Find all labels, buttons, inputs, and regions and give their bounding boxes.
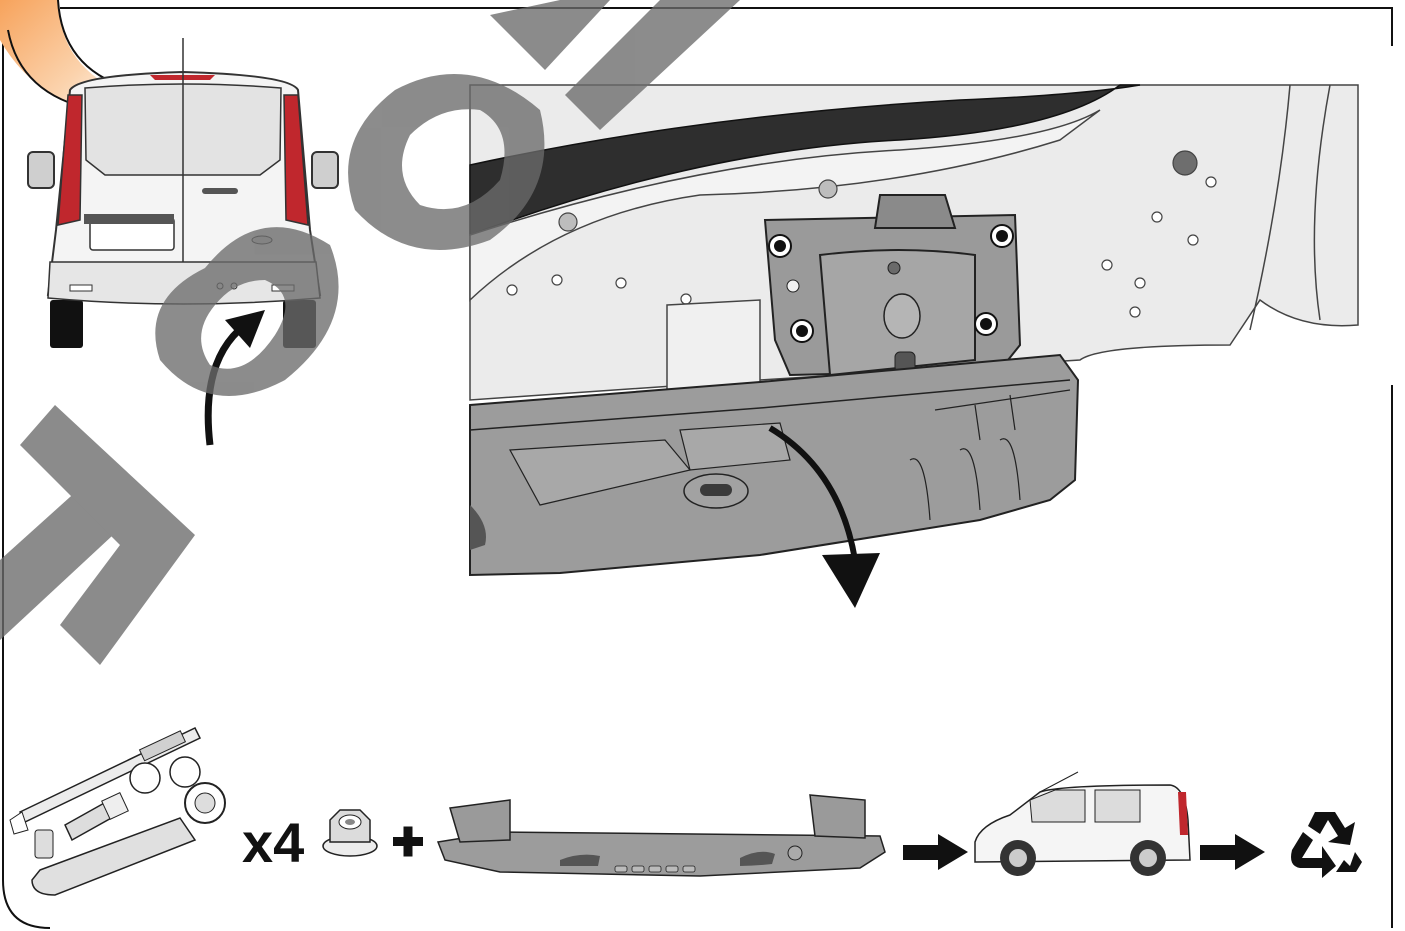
mirror-left bbox=[27, 151, 55, 189]
bumper-beam bbox=[469, 353, 1080, 577]
bumper-beam-icon bbox=[436, 794, 886, 877]
door-seal bbox=[469, 84, 1141, 237]
arrow-remove-down bbox=[768, 425, 880, 608]
detail-view bbox=[469, 84, 1360, 608]
watermark bbox=[0, 0, 740, 665]
nut-bottom-right bbox=[974, 312, 998, 336]
tail-light-left bbox=[57, 94, 83, 226]
flange-nut-icon bbox=[322, 809, 378, 857]
rear-wheel-left bbox=[50, 300, 83, 348]
recycle-icon bbox=[1291, 812, 1362, 878]
bracket-nuts bbox=[768, 224, 1014, 343]
tail-light-right bbox=[283, 94, 309, 226]
door-handle bbox=[202, 188, 238, 194]
quantity-label: x4 bbox=[242, 811, 304, 874]
arrow-right-icon bbox=[903, 834, 968, 870]
nut-bottom-left bbox=[790, 319, 814, 343]
tools-icon bbox=[9, 727, 226, 896]
plus-icon bbox=[393, 826, 423, 857]
page-frame bbox=[2, 7, 1393, 929]
mirror-right bbox=[311, 151, 339, 189]
nut-top-left bbox=[768, 234, 792, 258]
nut-top-right bbox=[990, 224, 1014, 248]
parts-strip: x4 bbox=[9, 727, 1362, 896]
arrow-right-icon bbox=[1200, 834, 1265, 870]
van-icon bbox=[974, 771, 1191, 876]
